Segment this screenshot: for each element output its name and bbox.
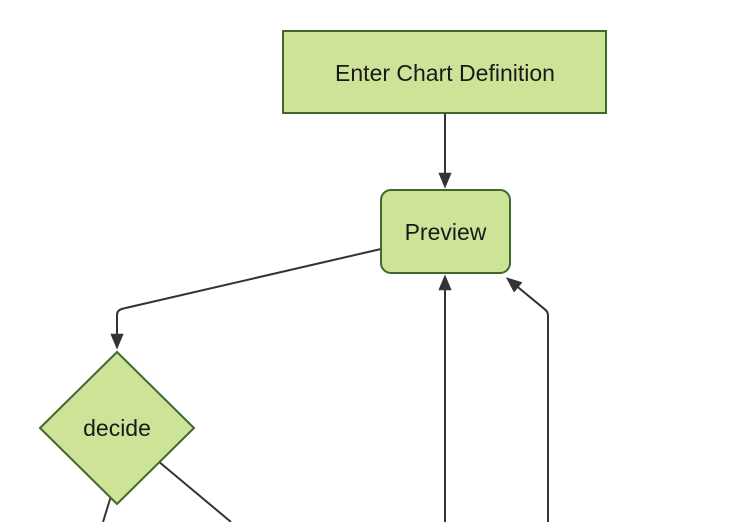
node-decide: decide <box>38 350 196 506</box>
edge-bottom-right-to-preview <box>505 277 549 522</box>
node-label-decide: decide <box>83 415 151 441</box>
rounded-rectangle-shape <box>380 189 511 274</box>
diamond-shape <box>38 350 196 506</box>
node-label-enter-chart-definition: Enter Chart Definition <box>335 60 555 86</box>
edge-preview-to-decide <box>110 248 382 350</box>
node-enter-chart-definition: Enter Chart Definition <box>282 30 607 114</box>
node-label-preview: Preview <box>405 219 487 245</box>
node-preview: Preview <box>380 189 511 274</box>
rectangle-shape <box>282 30 607 114</box>
edge-decide-to-offscreen-left <box>102 495 112 522</box>
edge-decide-to-offscreen-right <box>157 460 232 522</box>
